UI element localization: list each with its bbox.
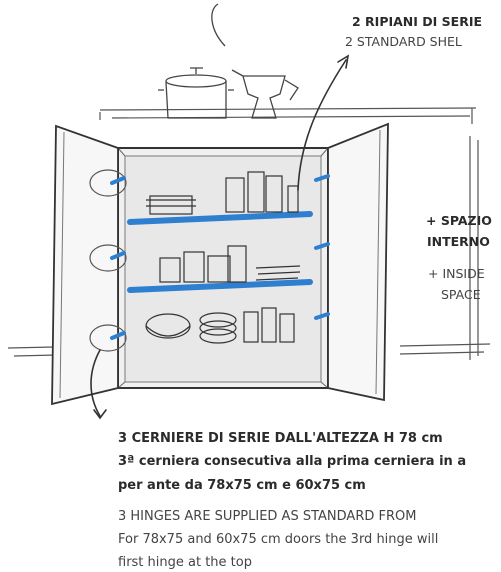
right-door [327,122,389,402]
middle-shelf-items [159,245,301,283]
blue-shelves [127,211,313,293]
hinges-body-english-line2: first hinge at the top [118,555,252,570]
hinges-body-italian-line1: 3ª cerniera consecutiva alla prima cerni… [118,454,467,469]
space-label-english-line2: SPACE [441,287,481,302]
space-label-italian-line1: + SPAZIO [426,213,492,228]
shelves-title-english: 2 STANDARD SHEL [345,34,462,49]
hinges-title-english: 3 HINGES ARE SUPPLIED AS STANDARD FROM [118,509,417,524]
hinge-circles [89,169,127,352]
moka-pot-icon [211,3,299,119]
hinge-markers [110,174,330,340]
hinges-title-italian: 3 CERNIERE DI SERIE DALL'ALTEZZA H 78 cm [118,431,443,446]
shelves-title-italian: 2 RIPIANI DI SERIE [352,14,483,29]
pot-icon [158,67,234,119]
hinges-body-english-line1: For 78x75 and 60x75 cm doors the 3rd hin… [118,532,439,547]
hinges-body-italian-line2: per ante da 78x75 cm e 60x75 cm [118,478,366,493]
top-shelf-items [146,171,299,215]
annotation-arrows [90,54,350,420]
space-label-english-line1: + INSIDE [428,266,485,281]
bottom-items [145,307,295,344]
space-label-italian-line2: INTERNO [427,234,490,249]
left-door [51,124,119,406]
cabinet-body [117,147,329,389]
